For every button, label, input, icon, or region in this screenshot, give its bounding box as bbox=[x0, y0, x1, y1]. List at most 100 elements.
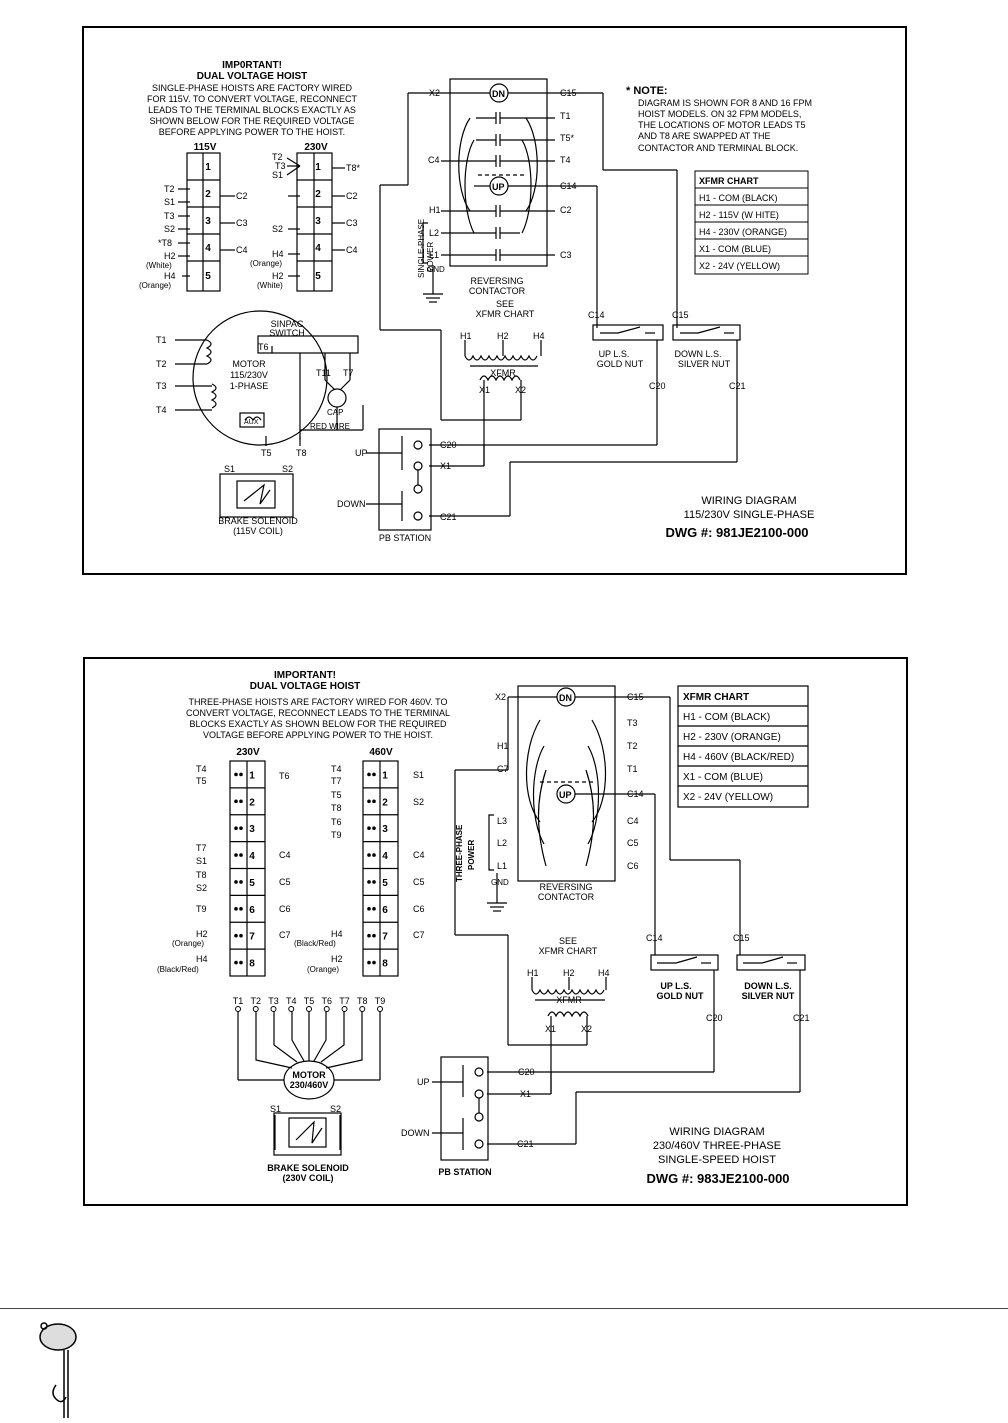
top-lbl-x2: X2 bbox=[429, 88, 440, 98]
bot-lbl-c7: C7 bbox=[497, 764, 509, 774]
top-xfmr-chart-row-4: X1 - COM (BLUE) bbox=[699, 244, 771, 254]
terminal-number: 2 bbox=[382, 797, 388, 808]
top-xfmr-chart-row-2: H2 - 115V (W HITE) bbox=[699, 210, 779, 220]
motor-lead-terminal bbox=[235, 1006, 241, 1012]
bot-lbl-h1: H1 bbox=[497, 741, 509, 751]
top-note-5: CONTACTOR AND TERMINAL BLOCK. bbox=[638, 143, 798, 153]
bot-important-line-1: THREE-PHASE HOISTS ARE FACTORY WIRED FOR… bbox=[189, 697, 448, 707]
top-important-line-5: BEFORE APPLYING POWER TO THE HOIST. bbox=[159, 127, 345, 137]
top-230-term-1: 1 bbox=[315, 162, 321, 173]
terminal-screw bbox=[367, 826, 371, 830]
bot-up-coil: UP bbox=[559, 790, 572, 800]
bot-wd-3: SINGLE-SPEED HOIST bbox=[658, 1154, 776, 1166]
top-115-term-3: 3 bbox=[205, 216, 211, 227]
top-lbl-s2: S2 bbox=[282, 464, 293, 474]
bot-lbl-h1b: H1 bbox=[527, 968, 539, 978]
top-115-c3: C3 bbox=[236, 218, 248, 228]
bot-lbl-c21a: C21 bbox=[793, 1013, 810, 1023]
top-115-c2: C2 bbox=[236, 191, 248, 201]
top-230-s1: S1 bbox=[272, 170, 283, 180]
bot-brake-2: (230V COIL) bbox=[282, 1173, 333, 1183]
top-col-230: 230V bbox=[304, 142, 328, 153]
top-lbl-c14b: C14 bbox=[588, 310, 605, 320]
bot-230-c7: C7 bbox=[279, 930, 291, 940]
top-note-4: AND T8 ARE SWAPPED AT THE bbox=[638, 131, 771, 141]
terminal-screw bbox=[372, 826, 376, 830]
bot-230-c6: C6 bbox=[279, 904, 291, 914]
terminal-number: 1 bbox=[382, 770, 388, 781]
bot-460-s1: S1 bbox=[413, 770, 424, 780]
bot-230-s1: S1 bbox=[196, 856, 207, 866]
top-230-h4: H4 bbox=[272, 249, 284, 259]
terminal-screw bbox=[372, 907, 376, 911]
top-aux: AUX bbox=[244, 419, 259, 426]
top-note-1: DIAGRAM IS SHOWN FOR 8 AND 16 FPM bbox=[638, 98, 812, 108]
top-115-term-2: 2 bbox=[205, 189, 211, 200]
terminal-screw bbox=[367, 880, 371, 884]
bot-230-c5: C5 bbox=[279, 877, 291, 887]
top-lbl-t5: T5* bbox=[560, 133, 575, 143]
bot-power-1: THREE-PHASE bbox=[455, 824, 464, 882]
bot-460-c6: C6 bbox=[413, 904, 425, 914]
top-xfmr-chart-row-3: H4 - 230V (ORANGE) bbox=[699, 227, 787, 237]
bot-col-460: 460V bbox=[369, 747, 393, 758]
terminal-screw bbox=[234, 799, 238, 804]
top-115-term-4: 4 bbox=[205, 243, 211, 254]
bot-wd-1: WIRING DIAGRAM bbox=[669, 1126, 764, 1138]
bot-lbl-t1: T1 bbox=[627, 764, 638, 774]
terminal-screw bbox=[239, 933, 243, 938]
bot-contactor-label-1: REVERSING bbox=[539, 882, 592, 892]
bot-lbl-x2: X2 bbox=[495, 692, 506, 702]
bot-pb-station: PB STATION bbox=[438, 1167, 491, 1177]
terminal-number: 1 bbox=[249, 770, 255, 781]
top-lbl-t4: T4 bbox=[560, 155, 571, 165]
top-col-115: 115V bbox=[194, 142, 217, 153]
terminal-screw bbox=[239, 960, 243, 965]
top-note-3: THE LOCATIONS OF MOTOR LEADS T5 bbox=[638, 120, 806, 130]
bot-230-blackred: (Black/Red) bbox=[157, 965, 199, 974]
top-115-c4: C4 bbox=[236, 245, 248, 255]
bot-460-t6: T6 bbox=[331, 817, 342, 827]
bot-lbl-x2b: X2 bbox=[581, 1024, 592, 1034]
top-up-ls-1: UP L.S. bbox=[599, 349, 630, 359]
top-up-ls-2: GOLD NUT bbox=[597, 359, 644, 369]
bot-lbl-s2: S2 bbox=[330, 1104, 341, 1114]
top-down-ls-2: SILVER NUT bbox=[678, 359, 731, 369]
bot-lbl-c14: C14 bbox=[627, 789, 644, 799]
top-sinpac-2: SWITCH bbox=[269, 328, 305, 338]
motor-lead-label: T1 bbox=[233, 996, 244, 1006]
bot-up-ls-2: GOLD NUT bbox=[657, 991, 704, 1001]
terminal-number: 7 bbox=[382, 932, 388, 943]
motor-lead-terminal bbox=[288, 1006, 295, 1012]
bot-460-orange: (Orange) bbox=[307, 965, 339, 974]
top-lbl-h1: H1 bbox=[429, 205, 441, 215]
bot-460-h2: H2 bbox=[331, 954, 343, 964]
top-motor-3: 1-PHASE bbox=[230, 381, 269, 391]
terminal-screw bbox=[234, 907, 238, 911]
bot-dwg: DWG #: 983JE2100-000 bbox=[646, 1171, 789, 1186]
bot-down-ls-1: DOWN L.S. bbox=[744, 981, 792, 991]
terminal-screw bbox=[367, 933, 371, 938]
top-115-h2: H2 bbox=[164, 251, 176, 261]
top-lbl-l1: L1 bbox=[429, 250, 439, 260]
top-lbl-s1: S1 bbox=[224, 464, 235, 474]
top-important-title: IMP0RTANT! bbox=[222, 60, 282, 71]
motor-lead-terminal bbox=[377, 1006, 383, 1012]
top-down-ls-1: DOWN L.S. bbox=[674, 349, 721, 359]
bot-lbl-l1: L1 bbox=[497, 861, 507, 871]
top-115-term-5: 5 bbox=[205, 271, 211, 282]
top-motor-t1: T1 bbox=[156, 335, 167, 345]
bot-lbl-c21: C21 bbox=[517, 1139, 534, 1149]
bot-460-t7: T7 bbox=[331, 776, 342, 786]
terminal-screw bbox=[372, 799, 376, 804]
top-dwg: DWG #: 981JE2100-000 bbox=[665, 525, 808, 540]
bot-lbl-c20a: C20 bbox=[706, 1013, 723, 1023]
top-motor-1: MOTOR bbox=[232, 359, 266, 369]
bot-xfmr-chart-row-2: H2 - 230V (ORANGE) bbox=[683, 732, 781, 743]
bot-col-230: 230V bbox=[236, 747, 260, 758]
top-230-c2: C2 bbox=[346, 191, 358, 201]
motor-lead-label: T4 bbox=[286, 996, 297, 1006]
terminal-number: 4 bbox=[382, 851, 388, 862]
